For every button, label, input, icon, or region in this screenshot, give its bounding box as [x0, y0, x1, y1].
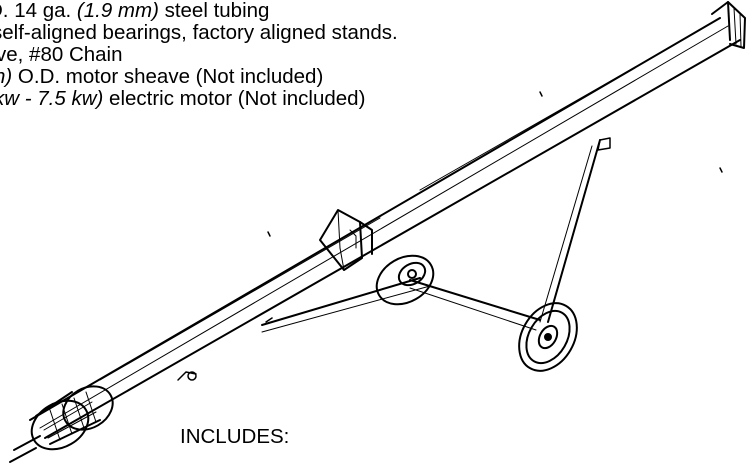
undercarriage-frame	[261, 137, 611, 333]
intake-cage	[9, 385, 114, 463]
drive-housing	[319, 209, 373, 271]
discharge-spout	[711, 1, 746, 49]
transport-wheel	[518, 302, 578, 372]
motor-pulley	[375, 254, 435, 306]
spec-line-bearings: self-aligned bearings, factory aligned s…	[0, 21, 398, 44]
hitch-details	[177, 91, 723, 381]
spec-line-tubing: D. 14 ga. (1.9 mm) steel tubing	[0, 0, 270, 22]
spec-line-sheave: n) O.D. motor sheave (Not included)	[0, 65, 324, 88]
includes-label: INCLUDES:	[180, 425, 290, 448]
auger-tube	[29, 17, 741, 439]
spec-line-chain: ve, #80 Chain	[0, 43, 123, 66]
spec-line-motor: kw - 7.5 kw) electric motor (Not include…	[0, 87, 366, 110]
spec-list: D. 14 ga. (1.9 mm) steel tubing self-ali…	[0, 0, 398, 110]
